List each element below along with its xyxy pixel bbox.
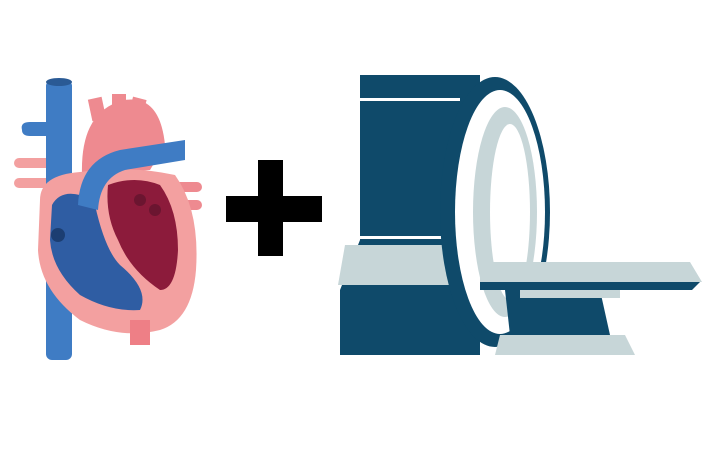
plus-icon: [226, 160, 322, 256]
heart-anatomy-icon: [14, 78, 202, 360]
mri-scanner-icon: [338, 75, 702, 355]
